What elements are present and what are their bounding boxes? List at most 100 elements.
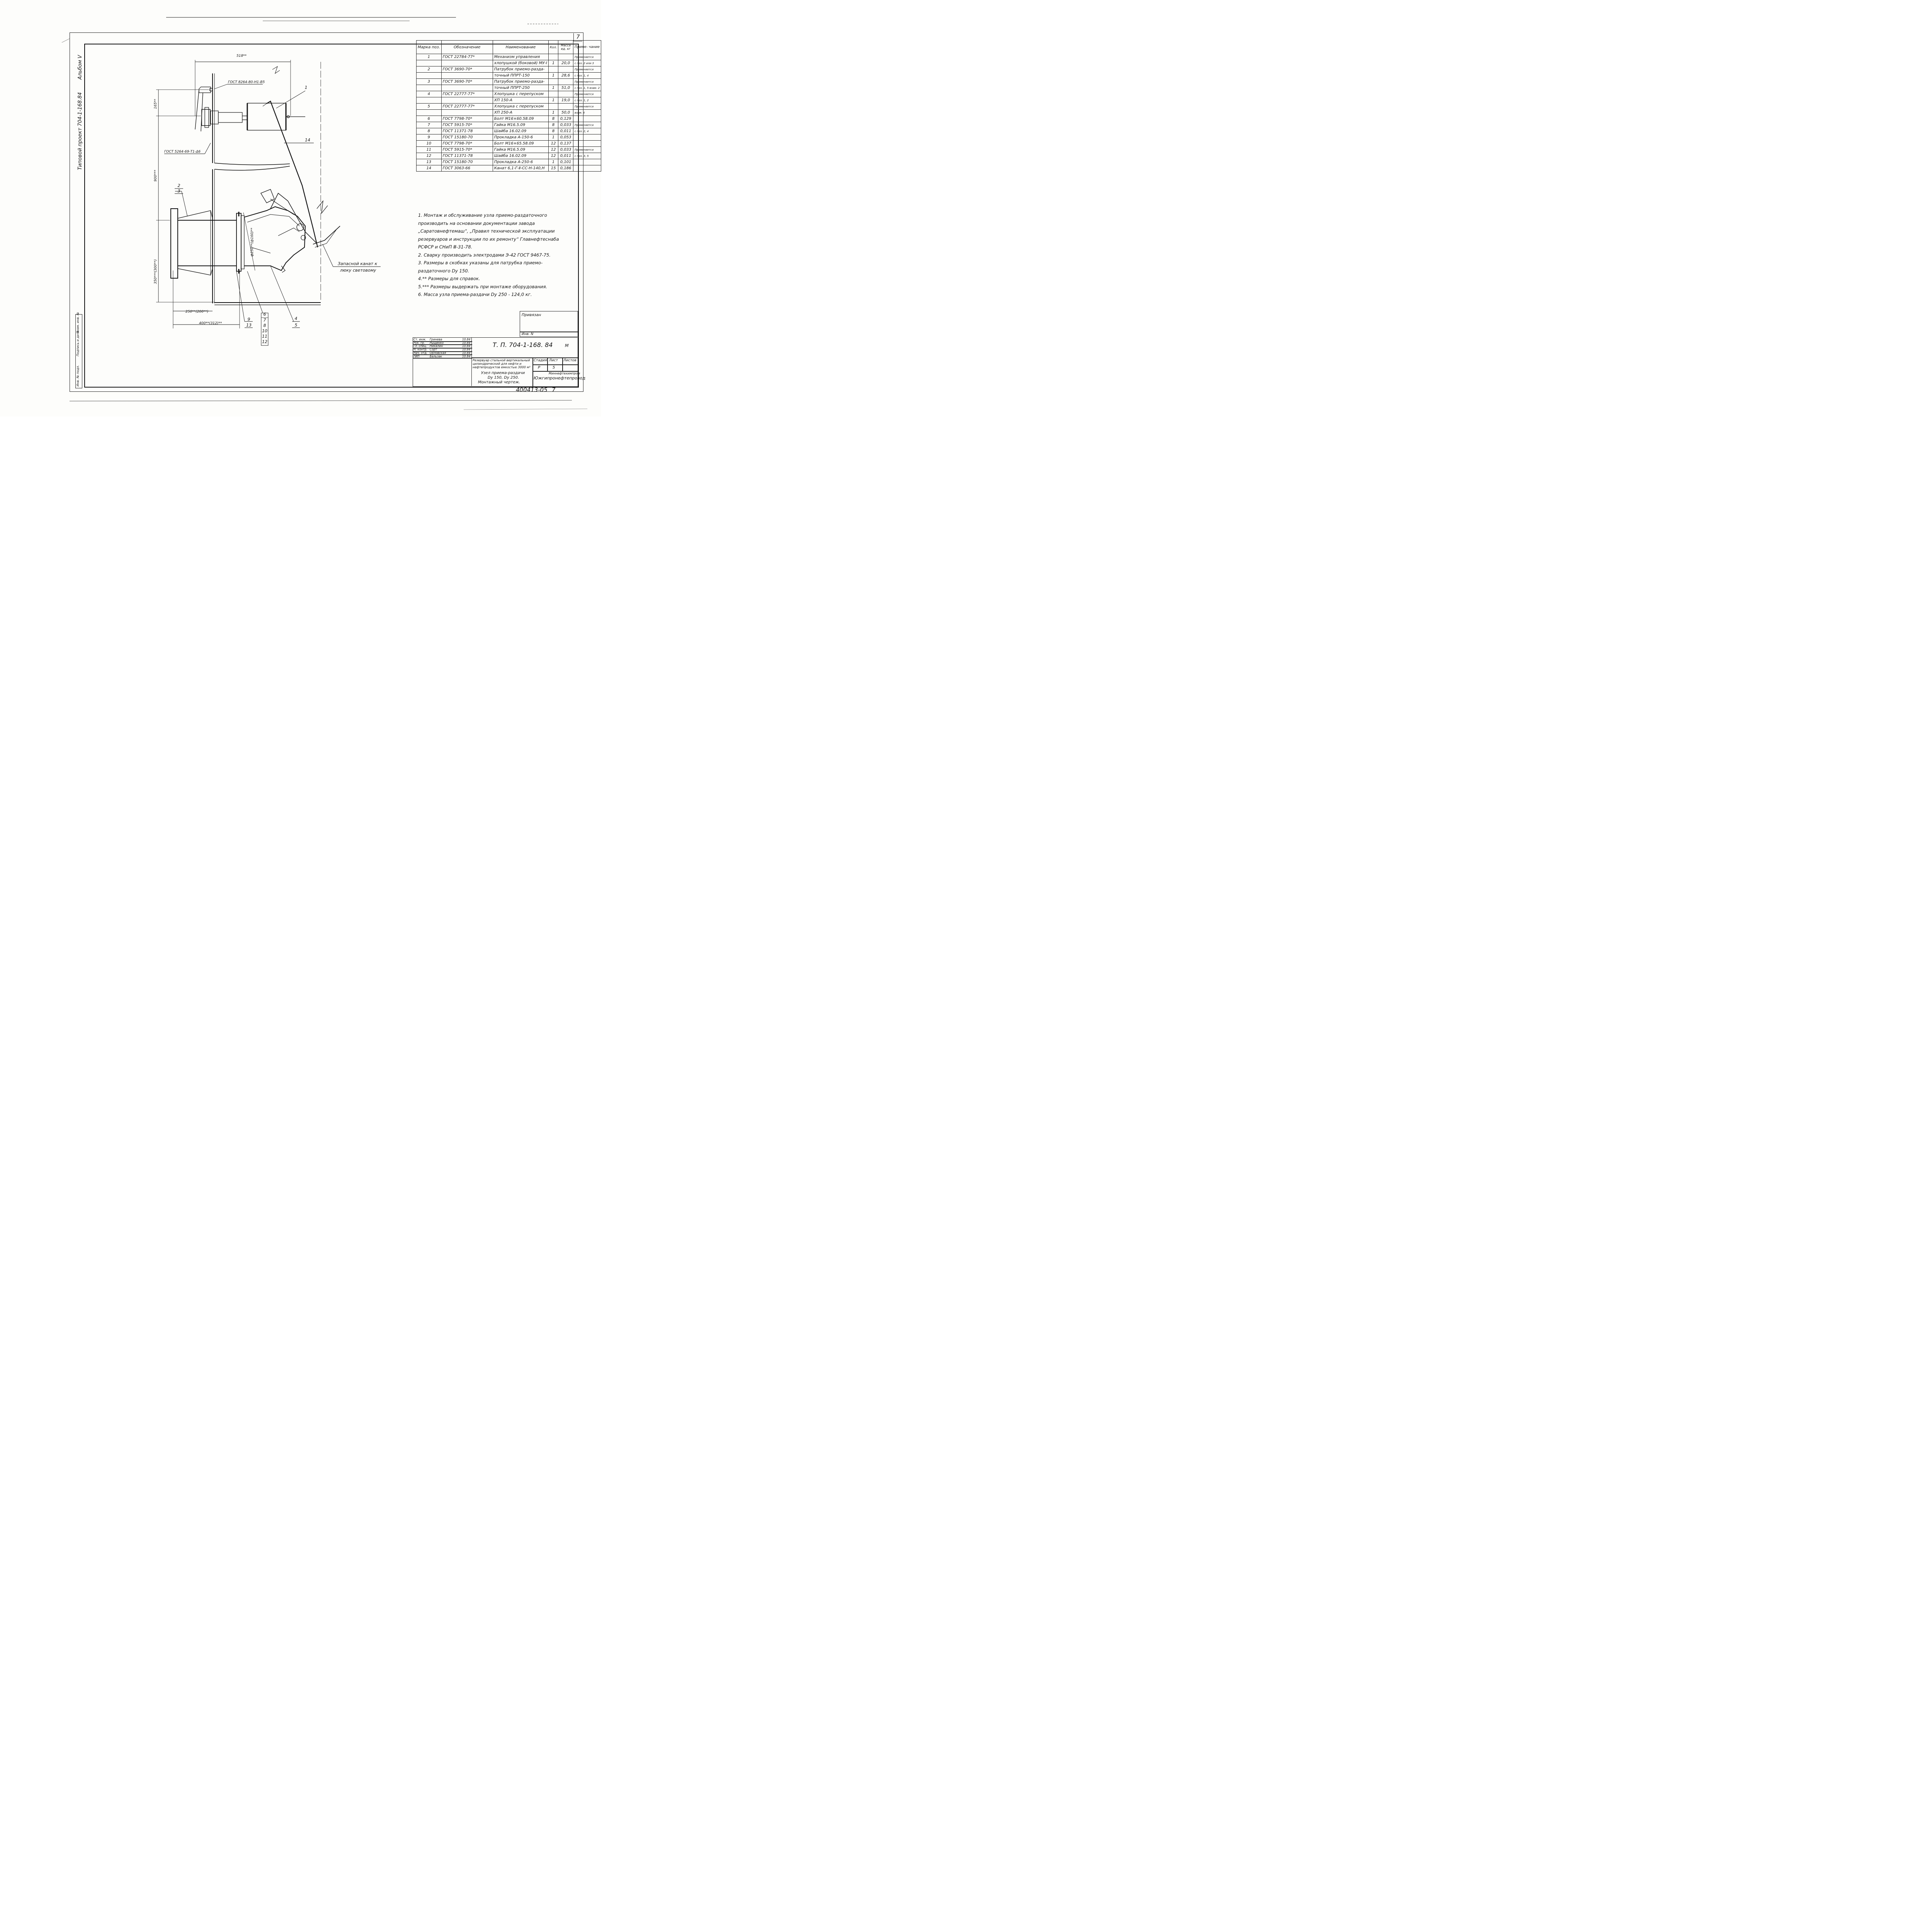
callout-5: 5	[294, 323, 298, 328]
sheet-title-2: Dу 150, Dу 250.	[488, 376, 519, 380]
dim-518: 518**	[236, 54, 247, 58]
dim-350: 350***(300**)	[154, 259, 158, 284]
cell-name: точный ППРТ-250	[492, 85, 549, 91]
cell-mass: 0,033	[558, 146, 573, 153]
side-stamp	[75, 314, 82, 388]
cell-mass: 20,0	[558, 60, 573, 66]
cell-qty: 1	[548, 134, 559, 141]
note-line: раздаточного Dу 150.	[418, 268, 469, 274]
cell-qty	[548, 66, 559, 73]
cell-qty: 15	[548, 165, 559, 172]
cell-name: Хлопушка с перепуском	[492, 91, 549, 97]
callout-9: 9	[247, 317, 250, 322]
outer-frame	[70, 32, 583, 392]
cell-mass: 0,186	[558, 165, 573, 172]
spare-rope-label: Запасной канат к	[338, 261, 378, 266]
role-role: Н. контр.	[413, 348, 427, 352]
cell-qty: 1	[548, 85, 559, 91]
note-line: РСФСР и СНиП Ⅲ-31-78.	[418, 244, 473, 250]
cell-qty: 8	[548, 116, 559, 122]
gost-weld-left: ГОСТ 5264-69-Т1-Δ6	[164, 150, 201, 154]
role-divider	[413, 347, 472, 349]
role-name: Орловская	[430, 351, 446, 355]
cell-designation: ГОСТ 3690-70*	[441, 66, 493, 73]
cell-mark: 8	[416, 128, 442, 134]
archive-suffix: 7	[552, 386, 556, 393]
hdr-note: Приме- чание	[573, 40, 601, 54]
cell-name: Механизм управления	[492, 54, 549, 60]
spec-header-row: Марка поз. Обозначение Наименование Кол.…	[416, 40, 601, 54]
cell-designation: ГОСТ 3690-70*	[441, 78, 493, 85]
cell-mass: 0,053	[558, 134, 573, 141]
cell-mark: 11	[416, 146, 442, 153]
cell-note: Применяется	[573, 78, 601, 85]
cell-name: Прокладка А-250-6	[492, 159, 549, 165]
cell-mark: 9	[416, 134, 442, 141]
cell-qty: 1	[548, 97, 559, 104]
specification-table: Марка поз. Обозначение Наименование Кол.…	[416, 40, 601, 172]
cell-qty	[548, 103, 559, 110]
hdr-mass: Масса ед. кг	[558, 40, 573, 54]
cell-mark: 5	[416, 103, 442, 110]
cell-qty: 12	[548, 146, 559, 153]
hdr-qty: Кол.	[548, 40, 559, 54]
spare-rope-label-2: люку световому	[340, 268, 376, 273]
cell-note: взам. 4	[573, 109, 601, 116]
note-line: 6. Масса узла приема-раздачи Dу 250 - 12…	[418, 292, 532, 297]
cell-note: с поз. 3, 5	[573, 153, 601, 159]
cell-note	[573, 165, 601, 172]
cell-qty: 1	[548, 60, 559, 66]
object-title: Резервуар стальной вертикальный цилиндри…	[473, 359, 531, 369]
cell-name: ХП 250-А	[492, 109, 549, 116]
cell-qty: 12	[548, 140, 559, 147]
cell-mark: 10	[416, 140, 442, 147]
cell-designation: ГОСТ 7798-70*	[441, 116, 493, 122]
dim-400: 400**(312)**	[199, 321, 222, 325]
archive-number: 400413-05	[516, 386, 548, 393]
cell-mark: 2	[416, 66, 442, 73]
cell-mark: 1	[416, 54, 442, 60]
cell-designation	[441, 72, 493, 79]
cell-mark	[416, 72, 442, 79]
role-role: Гл. спец.	[413, 344, 427, 348]
role-date: 10.84	[462, 341, 471, 345]
cell-qty	[548, 78, 559, 85]
cell-name: Прокладка А-150-6	[492, 134, 549, 141]
cell-name: Болт М16×65.58.09	[492, 140, 549, 147]
privyazan-box	[520, 311, 578, 337]
notes-block: 1. Монтаж и обслуживание узла приемо-раз…	[418, 211, 573, 299]
hdr-designation: Обозначение	[441, 40, 493, 54]
cell-mass: 0,129	[558, 116, 573, 122]
cell-mark: 12	[416, 153, 442, 159]
role-name: Рыщенко	[430, 341, 444, 345]
cell-note: Применяется	[573, 146, 601, 153]
title-divider-v2	[547, 357, 548, 372]
cell-name: точный ППРТ-150	[492, 72, 549, 79]
sheet-title-1: Узел приема-раздачи	[481, 371, 525, 375]
cell-name: Гайка М16.5.09	[492, 146, 549, 153]
cell-designation: ГОСТ 7798-70*	[441, 140, 493, 147]
role-name: Гринева	[430, 338, 442, 341]
cell-designation	[441, 60, 493, 66]
cell-mark	[416, 60, 442, 66]
sheet-value: 5	[553, 366, 555, 370]
cell-name: Патрубок приемо-разда-	[492, 66, 549, 73]
cell-note	[573, 134, 601, 141]
cell-note: с поз. 1, 4	[573, 72, 601, 79]
cell-mark: 7	[416, 122, 442, 128]
cell-name: Шайба 16.02.09	[492, 153, 549, 159]
cell-note	[573, 116, 601, 122]
cell-mark	[416, 109, 442, 116]
cell-qty: 1	[548, 109, 559, 116]
cell-mark: 14	[416, 165, 442, 172]
note-line: производить на основании документации за…	[418, 220, 535, 226]
